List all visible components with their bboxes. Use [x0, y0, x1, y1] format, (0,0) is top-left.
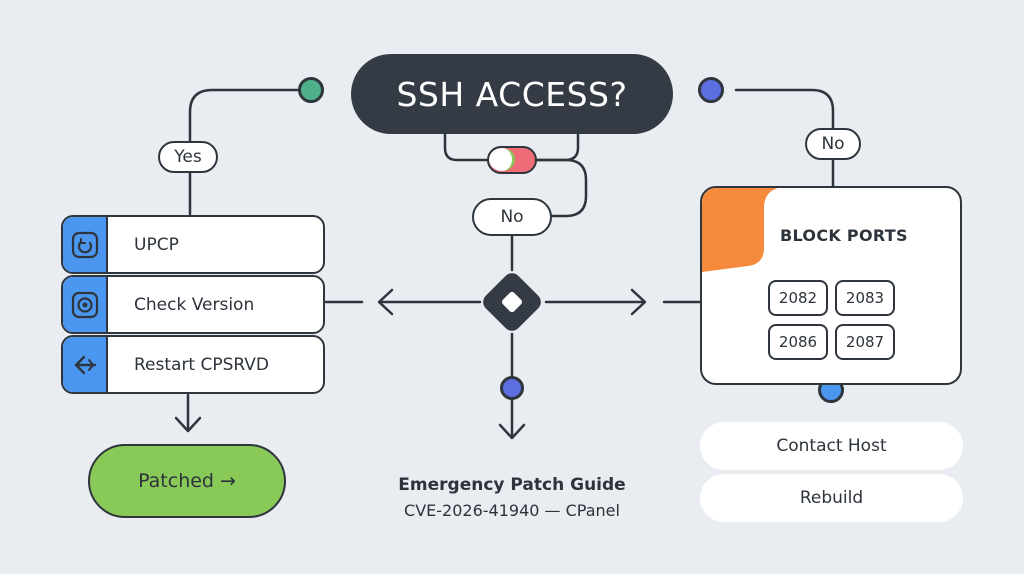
arrowhead-left — [377, 288, 394, 316]
patched-label: Patched — [138, 470, 214, 492]
toggle-switch[interactable] — [487, 146, 537, 174]
contact-host-option[interactable]: Contact Host — [700, 422, 963, 470]
step-label: Check Version — [134, 294, 255, 315]
block-ports-card: BLOCK PORTS 2082 2083 2086 2087 — [700, 186, 962, 385]
target-icon — [71, 291, 98, 318]
center-node-dot — [500, 376, 524, 400]
arrow-right-icon: → — [220, 470, 236, 492]
step-label: Restart CPSRVD — [134, 354, 270, 375]
guide-subtitle: CVE-2026-41940 — CPanel — [404, 501, 620, 520]
connector-yes-branch — [188, 88, 300, 143]
yes-label: Yes — [158, 141, 218, 173]
connector-no-right-branch — [734, 88, 835, 130]
connector-loop-to-no — [534, 158, 588, 218]
no-right-label: No — [805, 128, 861, 160]
step-check-version[interactable]: Check Version — [61, 275, 325, 334]
port-chip: 2086 — [768, 324, 828, 360]
block-ports-title: BLOCK PORTS — [780, 226, 908, 245]
step-upcp[interactable]: UPCP — [61, 215, 325, 274]
connector-title-loop — [443, 132, 490, 162]
port-chip: 2083 — [835, 280, 895, 316]
step-restart-cpsrvd[interactable]: Restart CPSRVD — [61, 335, 325, 394]
teal-node-dot — [298, 77, 324, 103]
guide-title: Emergency Patch Guide — [398, 475, 626, 495]
question-text: SSH ACCESS? — [396, 74, 628, 114]
indigo-node-dot — [698, 77, 724, 103]
toggle-knob — [489, 148, 515, 171]
question-pill: SSH ACCESS? — [351, 54, 673, 134]
patched-button[interactable]: Patched → — [88, 444, 286, 518]
arrowhead-right — [630, 288, 647, 316]
refresh-icon — [71, 231, 98, 258]
port-chip: 2082 — [768, 280, 828, 316]
step-label: UPCP — [134, 234, 179, 255]
no-center-label: No — [472, 198, 552, 236]
arrowhead-down-center — [498, 423, 526, 440]
rebuild-option[interactable]: Rebuild — [700, 474, 963, 522]
connector-title-loop-right — [534, 132, 580, 162]
port-chip: 2087 — [835, 324, 895, 360]
decision-diamond — [483, 273, 541, 331]
orange-corner-tab — [702, 188, 778, 272]
arrowhead-down-left — [174, 416, 202, 433]
restart-arrow-icon — [74, 355, 96, 374]
